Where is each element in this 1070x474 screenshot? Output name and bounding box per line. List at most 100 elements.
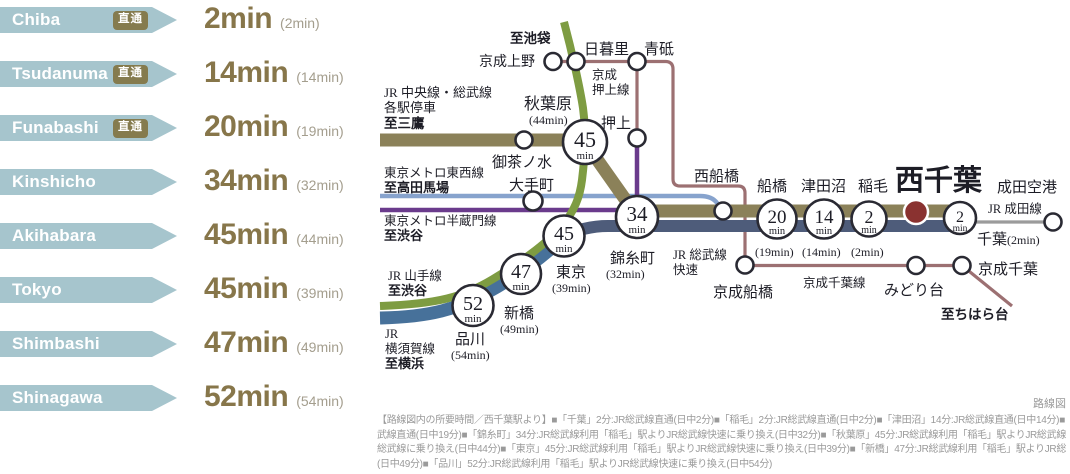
station-name: Shinagawa (12, 388, 103, 407)
sobu-rapid-label-2: 快速 (673, 263, 699, 277)
yokosuka-line-label-2: 横須賀線 (385, 341, 436, 356)
station-arrow: Tsudanuma 直通 (0, 61, 177, 87)
keisei-ueno-marker (543, 51, 563, 72)
to-mitaka-label: 至三鷹 (384, 115, 425, 131)
station-name: Shimbashi (12, 334, 100, 353)
station-name: Tsudanuma (12, 64, 108, 83)
otemachi-label: 大手町 (509, 177, 554, 194)
note-line: 【路線図内の所要時間／西千葉駅より】■「千葉」2分:JR総武線直通(日中2分)■… (377, 415, 1066, 426)
shimbashi-day-label: (49min) (500, 322, 539, 336)
tokyo-badge-circle (542, 214, 586, 258)
station-arrow: Chiba 直通 (0, 7, 177, 33)
keisei-chiba-line-label: 京成千葉線 (803, 275, 866, 290)
tozai-line-label: 東京メトロ東西線 (384, 165, 485, 180)
nishi-funabashi-marker (713, 201, 733, 221)
midoridai-label: みどり台 (884, 282, 944, 299)
keisei-chiba-marker (952, 255, 972, 276)
destination-row-akihabara: Akihabara 45min (44min) (0, 218, 380, 251)
narita-line-label: JR 成田線 (988, 201, 1042, 216)
time-value: 2min (204, 2, 273, 35)
funabashi-day-label: (19min) (755, 245, 794, 259)
tsudanuma-badge-num: 14 (815, 207, 835, 228)
tokyo-day-label: (39min) (552, 281, 591, 295)
travel-time: 14min (14min) (204, 54, 344, 92)
akihabara-badge-num: 45 (574, 127, 596, 152)
sobu-rapid-label-1: JR 総武線 (673, 247, 727, 262)
station-arrow: Akihabara (0, 223, 177, 249)
ochanomizu-marker (514, 130, 534, 150)
funabashi-badge-unit: min (769, 226, 786, 237)
travel-time: 20min (19min) (204, 108, 344, 146)
ochanomizu-label: 御茶ノ水 (492, 154, 552, 171)
tozai-line-path (380, 193, 725, 212)
aoto-marker (627, 51, 647, 72)
otemachi-marker (522, 190, 544, 212)
daytime-value: (2min) (280, 15, 320, 31)
station-name: Kinshicho (12, 172, 96, 191)
time-value: 20min (204, 110, 289, 143)
to-ikebukuro-label: 至池袋 (510, 30, 551, 46)
travel-time: 2min (2min) (204, 0, 320, 38)
tsudanuma-day-label: (14min) (802, 245, 841, 259)
station-name: Chiba (12, 10, 61, 29)
station-arrow: Funabashi 直通 (0, 115, 177, 141)
inage-badge-unit: min (861, 225, 877, 236)
note-line: 武線直通(日中19分)■「錦糸町」34分:JR総武線利用「稲毛」駅よりJR総武線… (377, 429, 1066, 441)
daytime-value: (49min) (296, 339, 344, 355)
aoto-label: 青砥 (644, 41, 674, 58)
akihabara-day-label: (44min) (529, 113, 568, 127)
daytime-value: (39min) (296, 285, 344, 301)
keisei-oshiage-line-label-1: 京成 (592, 68, 617, 82)
destination-row-shinagawa: Shinagawa 52min (54min) (0, 380, 380, 413)
note-line: (日中49分)■「品川」52分:JR総武線利用「稲毛」駅よりJR総武線快速に乗り… (377, 458, 773, 470)
station-arrow: Tokyo (0, 277, 177, 303)
time-value: 47min (204, 326, 289, 359)
destination-row-tokyo: Tokyo 45min (39min) (0, 272, 380, 305)
to-shibuya-hanzomon-label: 至渋谷 (384, 228, 424, 243)
destination-row-shimbashi: Shimbashi 47min (49min) (0, 326, 380, 359)
chiba-label: 千葉(2min) (977, 231, 1040, 248)
travel-time: 45min (39min) (204, 270, 344, 308)
travel-time: 47min (49min) (204, 324, 344, 362)
direct-badge: 直通 (113, 119, 148, 138)
tsudanuma-badge-unit: min (816, 226, 833, 237)
akihabara-label: 秋葉原 (524, 95, 572, 113)
narita-airport-label: 成田空港 (997, 179, 1057, 196)
kinshicho-badge-unit: min (628, 224, 646, 236)
time-value: 14min (204, 56, 289, 89)
tokyo-label: 東京 (556, 264, 586, 281)
nishi-funabashi-label: 西船橋 (694, 168, 739, 185)
time-value: 34min (204, 164, 289, 197)
footer-notes: 路線図 【路線図内の所要時間／西千葉駅より】■「千葉」2分:JR総武線直通(日中… (377, 395, 1066, 472)
akihabara-badge-unit: min (576, 150, 594, 162)
time-value: 45min (204, 218, 289, 251)
nippori-label: 日暮里 (584, 41, 629, 58)
time-value: 52min (204, 380, 289, 413)
travel-time: 34min (32min) (204, 162, 344, 200)
destination-row-tsudanuma: Tsudanuma 直通 14min (14min) (0, 56, 380, 89)
to-yokohama-label: 至横浜 (385, 356, 424, 371)
station-markers (514, 51, 1063, 276)
destination-row-chiba: Chiba 直通 2min (2min) (0, 2, 380, 35)
daytime-value: (54min) (296, 393, 344, 409)
travel-time: 52min (54min) (204, 378, 344, 416)
shinagawa-badge-unit: min (464, 313, 482, 325)
oshiage-label: 押上 (601, 115, 631, 132)
destination-row-funabashi: Funabashi 直通 20min (19min) (0, 110, 380, 143)
shimbashi-badge-unit: min (512, 281, 530, 293)
station-name: Akihabara (12, 226, 97, 245)
tokyo-badge-unit: min (555, 243, 573, 255)
daytime-value: (44min) (296, 231, 344, 247)
station-arrow: Shinagawa (0, 385, 177, 411)
narita-airport-marker (1043, 212, 1063, 232)
midoridai-marker (906, 255, 926, 276)
nishi-chiba-title: 西千葉 (895, 164, 983, 197)
tsudanuma-label: 津田沼 (801, 178, 846, 195)
funabashi-label: 船橋 (757, 178, 787, 195)
direct-badge: 直通 (113, 65, 148, 84)
yokosuka-line-label-1: JR (385, 327, 399, 341)
shinagawa-label: 品川 (455, 331, 485, 348)
inage-label: 稲毛 (858, 178, 888, 195)
